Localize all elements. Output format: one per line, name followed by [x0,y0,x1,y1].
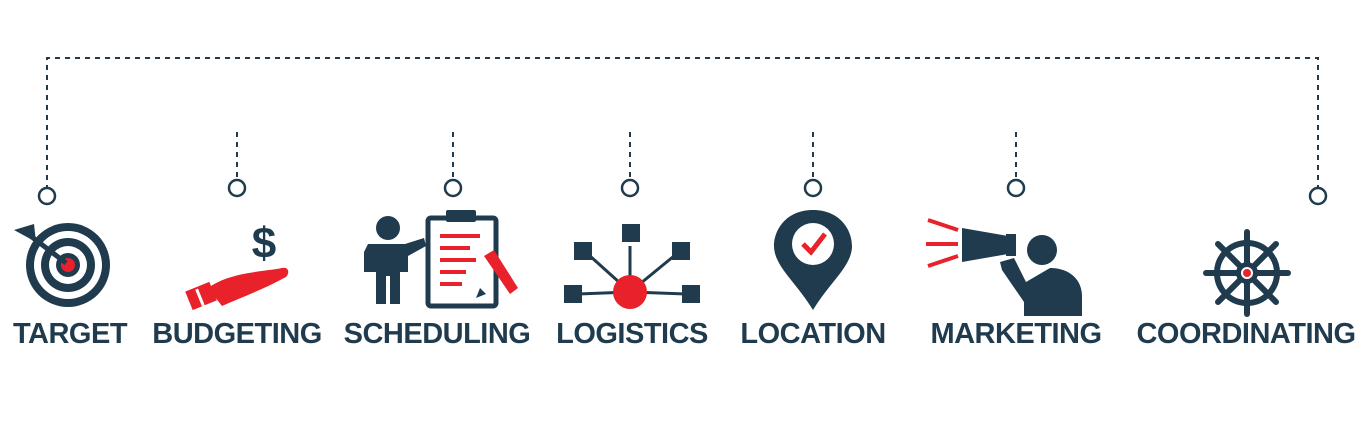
node-circle-target [37,186,57,206]
node-circle-marketing [1006,178,1026,198]
node-circle-location [803,178,823,198]
person-clipboard-icon [364,210,518,309]
node-circle-scheduling [443,178,463,198]
ship-wheel-icon [1203,229,1291,317]
map-pin-check-icon [774,210,852,310]
label-marketing: MARKETING [930,318,1102,350]
node-circle-budgeting [227,178,247,198]
label-location: LOCATION [740,318,886,350]
label-logistics: LOGISTICS [556,318,708,350]
label-budgeting: BUDGETING [152,318,322,350]
top-bracket-connector [46,57,1319,190]
label-scheduling: SCHEDULING [343,318,531,350]
label-target: TARGET [12,318,128,350]
label-coordinating: COORDINATING [1136,318,1356,350]
megaphone-person-icon [926,218,1082,316]
hand-dollar-icon: $ [185,219,289,311]
node-circle-coordinating [1308,186,1328,206]
target-icon [14,223,110,307]
network-nodes-icon [564,224,700,309]
svg-text:$: $ [252,219,276,268]
node-circle-logistics [620,178,640,198]
